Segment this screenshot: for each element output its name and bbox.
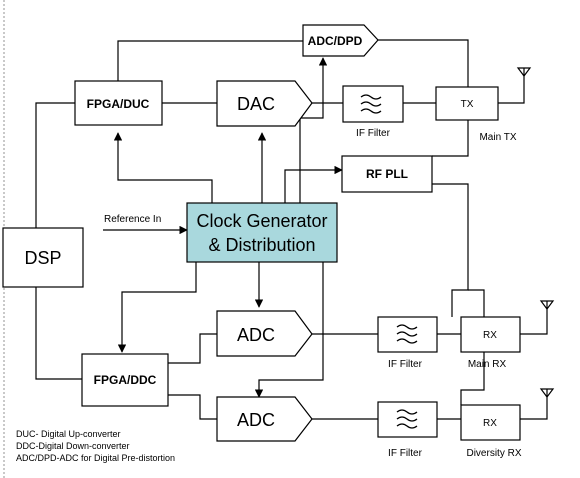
lowpass-filter-icon xyxy=(396,409,418,429)
arrow-clock-to-adc-dpd xyxy=(299,57,328,203)
antenna-icon xyxy=(539,388,555,398)
legend-line-ddc: DDC-Digital Down-converter xyxy=(16,441,130,451)
arrow-clock-to-fpga-ddc xyxy=(117,262,197,353)
adc-main-label: ADC xyxy=(237,325,275,345)
abbreviation-legend: DUC- Digital Up-converter DDC-Digital Do… xyxy=(16,429,175,463)
fpga-duc-label: FPGA/DUC xyxy=(87,97,150,111)
adc-main-block: ADC xyxy=(216,310,313,357)
lowpass-filter-icon xyxy=(396,324,418,344)
diversity-rx-label: Diversity RX xyxy=(466,448,521,459)
adc-diversity-label: ADC xyxy=(237,410,275,430)
arrow-clock-to-fpga-duc xyxy=(113,132,213,203)
wire-tx-to-rf-pll xyxy=(432,120,469,157)
wire-adc-dpd-to-tx xyxy=(378,39,469,87)
if-filter-tx-block: IF Filter xyxy=(342,85,404,139)
fpga-ddc-block: FPGA/DDC xyxy=(81,353,169,407)
wire-rf-pll-to-main-rx xyxy=(432,183,469,317)
rf-pll-label: RF PLL xyxy=(366,167,408,181)
if-filter-tx-label: IF Filter xyxy=(356,128,391,139)
dsp-block: DSP xyxy=(2,227,84,288)
main-rx-box-label: RX xyxy=(483,330,497,341)
diversity-rx-block: RX Diversity RX xyxy=(460,404,522,459)
clock-generator-line1: Clock Generator xyxy=(196,211,327,231)
rf-pll-block: RF PLL xyxy=(341,155,433,193)
wire-dsp-to-fpga-ddc xyxy=(35,287,82,380)
if-filter-div-rx-label: IF Filter xyxy=(388,448,423,459)
tx-label: TX xyxy=(461,99,474,110)
main-rx-label: Main RX xyxy=(468,359,507,370)
arrow-clock-to-adc-diversity xyxy=(254,262,324,398)
wire-antenna-to-diversity-rx xyxy=(520,397,548,420)
wire-fpga-duc-to-adc-dpd xyxy=(117,40,303,81)
if-filter-main-rx-block: IF Filter xyxy=(377,316,438,370)
adc-dpd-block: ADC/DPD xyxy=(302,24,379,57)
connection-wires xyxy=(35,39,548,420)
fpga-duc-block: FPGA/DUC xyxy=(74,80,163,126)
if-filter-main-rx-label: IF Filter xyxy=(388,359,423,370)
dac-label: DAC xyxy=(237,94,275,114)
wire-dsp-to-fpga-duc xyxy=(35,102,75,228)
wire-adc-diversity-to-fpga-ddc xyxy=(168,394,217,420)
wire-rf-pll-to-diversity-rx xyxy=(460,289,485,405)
antenna-icon xyxy=(539,300,555,310)
arrow-clock-to-rf-pll xyxy=(284,165,343,203)
diversity-rx-box-label: RX xyxy=(483,418,497,429)
legend-line-duc: DUC- Digital Up-converter xyxy=(16,429,121,439)
main-rx-block: RX Main RX xyxy=(460,316,521,370)
wire-tx-to-antenna xyxy=(498,76,525,104)
dac-block: DAC xyxy=(216,80,313,127)
clock-generator-block: Clock Generator & Distribution xyxy=(186,202,338,263)
main-tx-label: Main TX xyxy=(479,132,516,143)
wire-antenna-to-main-rx xyxy=(520,309,548,335)
clock-generator-line2: & Distribution xyxy=(208,235,315,255)
dsp-label: DSP xyxy=(24,248,61,268)
fpga-ddc-label: FPGA/DDC xyxy=(94,373,157,387)
if-filter-div-rx-block: IF Filter xyxy=(377,401,438,459)
legend-line-adc-dpd: ADC/DPD-ADC for Digital Pre-distortion xyxy=(16,453,175,463)
tx-block: TX Main TX xyxy=(435,86,517,143)
antenna-icon xyxy=(516,67,532,77)
adc-diversity-block: ADC xyxy=(216,396,313,442)
lowpass-filter-icon xyxy=(360,94,382,114)
wire-adc-main-to-fpga-ddc xyxy=(168,333,217,364)
adc-dpd-label: ADC/DPD xyxy=(308,34,363,48)
reference-in-label: Reference In xyxy=(104,214,161,225)
